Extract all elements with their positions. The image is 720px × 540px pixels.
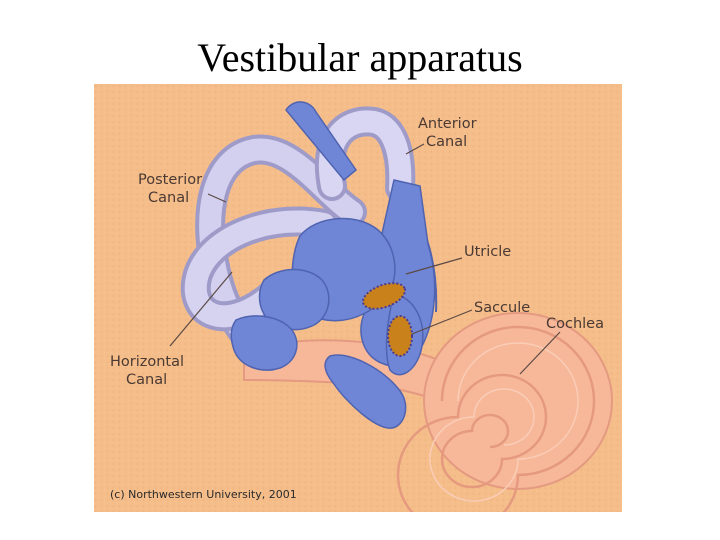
label-saccule: Saccule (474, 300, 530, 316)
label-anterior-canal-1: Anterior (418, 116, 477, 132)
copyright-notice: (c) Northwestern University, 2001 (110, 488, 297, 501)
label-cochlea: Cochlea (546, 316, 604, 332)
label-posterior-canal-1: Posterior (138, 172, 202, 188)
label-anterior-canal-2: Canal (426, 134, 467, 150)
label-utricle: Utricle (464, 244, 511, 260)
label-horizontal-canal-1: Horizontal (110, 354, 184, 370)
slide-title: Vestibular apparatus (0, 34, 720, 82)
label-horizontal-canal-2: Canal (126, 372, 167, 388)
vestibular-figure: Anterior Canal Posterior Canal Utricle S… (94, 84, 622, 512)
label-posterior-canal-2: Canal (148, 190, 189, 206)
diagram-svg: Anterior Canal Posterior Canal Utricle S… (94, 84, 622, 512)
